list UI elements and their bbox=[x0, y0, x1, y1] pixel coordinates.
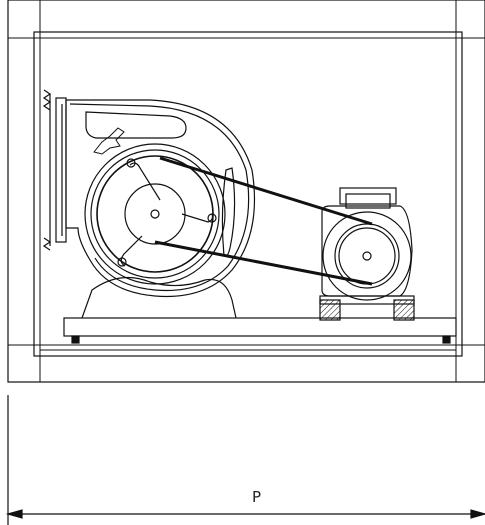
airflow-arrow-icon bbox=[93, 127, 125, 155]
base-rail bbox=[63, 317, 457, 344]
arrow-right-icon bbox=[470, 509, 485, 519]
fan-pulley bbox=[84, 143, 226, 285]
fan-scroll-housing bbox=[65, 99, 256, 298]
cabinet-frame bbox=[7, 0, 485, 383]
dimension-label: P bbox=[252, 488, 262, 506]
dimension-p bbox=[5, 395, 485, 525]
fan-inlet-flange bbox=[42, 89, 67, 251]
motor bbox=[319, 187, 415, 321]
arrow-left-icon bbox=[5, 509, 23, 519]
drive-belt bbox=[154, 156, 373, 286]
